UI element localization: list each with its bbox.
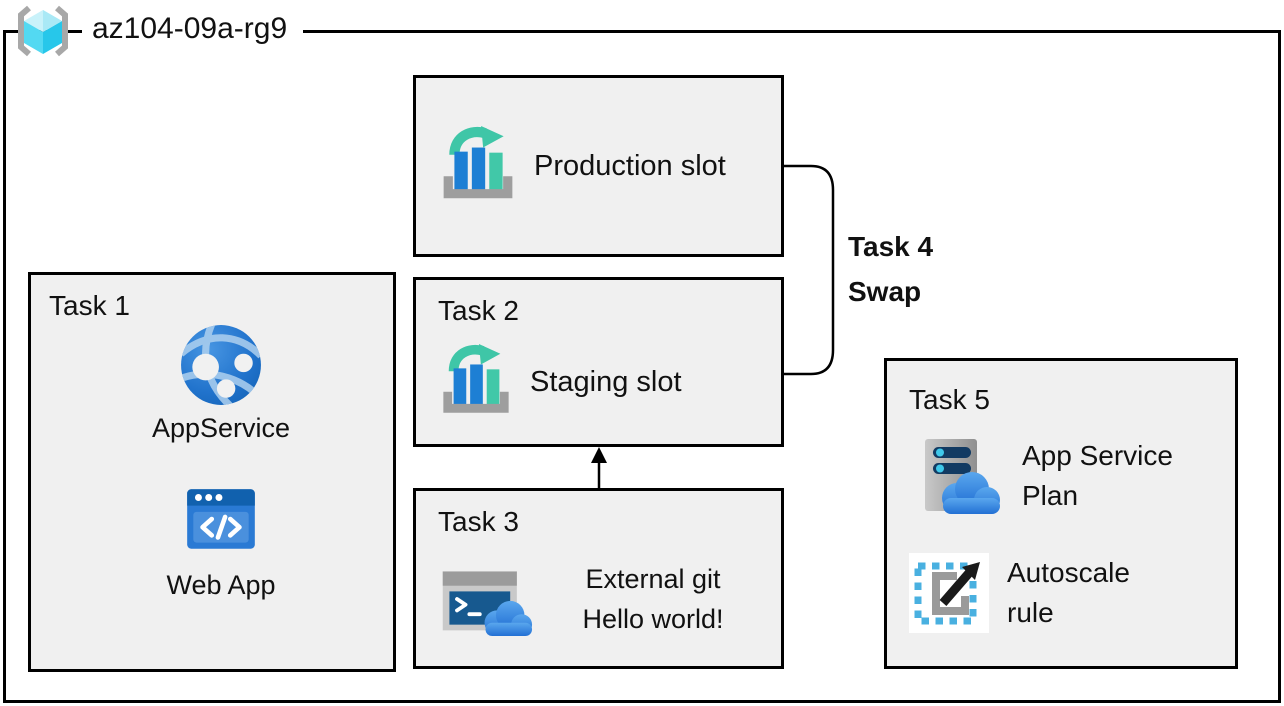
autoscale-icon — [909, 553, 989, 633]
production-slot-label: Production slot — [534, 149, 726, 182]
staging-slot-label: Staging slot — [530, 365, 682, 398]
web-app-icon — [187, 489, 255, 549]
production-slot-box: Production slot — [413, 75, 784, 257]
autoscale-line2: rule — [1007, 597, 1054, 628]
task3-text: External git Hello world! — [533, 559, 773, 639]
task5-box: Task 5 App Service — [884, 358, 1238, 669]
resource-group-name: az104-09a-rg9 — [82, 11, 304, 49]
task3-box: Task 3 External git Hell — [413, 488, 784, 669]
app-service-icon — [181, 325, 261, 405]
task3-line1: External git — [585, 564, 721, 594]
task4-title: Task 4 — [848, 231, 934, 262]
autoscale-line1: Autoscale — [1007, 557, 1130, 588]
task4-swap-text: Swap — [848, 276, 922, 307]
task3-line2: Hello world! — [582, 604, 724, 634]
task1-title: Task 1 — [49, 290, 130, 321]
app-service-plan-line2: Plan — [1022, 480, 1079, 511]
task4-label: Task 4 Swap — [848, 224, 933, 314]
app-service-plan-icon — [925, 439, 1000, 514]
task1-box: Task 1 AppService — [28, 272, 396, 672]
app-service-plan-line1: App Service — [1022, 440, 1173, 471]
task2-box: Task 2 Staging slot — [413, 277, 784, 447]
app-service-plan-label: App Service Plan — [1022, 436, 1173, 516]
cloud-shell-icon — [442, 571, 533, 637]
web-app-label: Web App — [166, 570, 276, 600]
app-service-label: AppService — [151, 413, 291, 443]
resource-group-icon — [18, 5, 68, 57]
task5-title: Task 5 — [909, 384, 990, 415]
autoscale-rule-label: Autoscale rule — [1007, 553, 1130, 633]
task2-title: Task 2 — [438, 295, 519, 326]
task3-title: Task 3 — [438, 506, 519, 537]
deployment-slots-icon — [443, 344, 509, 413]
deployment-slots-icon — [443, 126, 513, 199]
